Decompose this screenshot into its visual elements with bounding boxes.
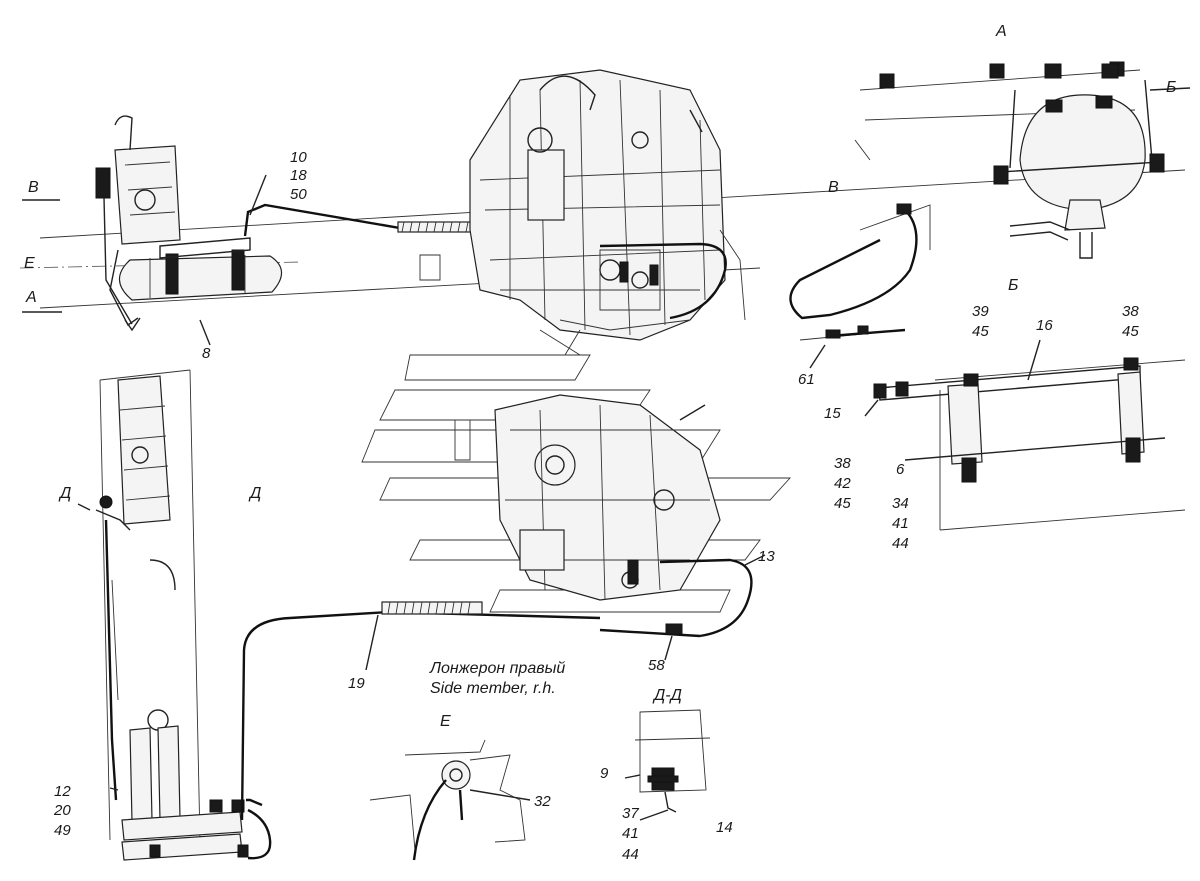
callout-45-left: 45 (834, 495, 851, 512)
caption-en: Side member, r.h. (430, 680, 556, 697)
callout-42: 42 (834, 475, 851, 492)
callout-18: 18 (290, 167, 307, 184)
callout-44-right: 44 (892, 535, 909, 552)
view-label-a: А (995, 23, 1007, 40)
callout-41-right: 41 (892, 515, 909, 532)
callout-13: 13 (758, 548, 775, 565)
view-v (789, 203, 931, 369)
callout-50: 50 (290, 186, 307, 203)
view-label-v: В (828, 179, 839, 196)
callout-49: 49 (54, 822, 71, 839)
view-label-b: Б (1008, 277, 1018, 294)
callout-16: 16 (1036, 317, 1053, 334)
lower-protective-spring (381, 601, 483, 615)
callout-45: 45 (972, 323, 989, 340)
callout-32: 32 (534, 793, 551, 810)
section-marker-e: Е (24, 255, 35, 272)
callout-38-left: 38 (834, 455, 851, 472)
callout-37: 37 (622, 805, 639, 822)
callout-9: 9 (600, 765, 609, 782)
protective-spring (397, 221, 477, 233)
view-e-detail (369, 739, 531, 861)
callout-20: 20 (53, 802, 71, 819)
section-marker-v: В (28, 179, 39, 196)
section-marker-d-left: Д (58, 485, 71, 502)
air-receiver (118, 237, 283, 301)
lower-bracket (121, 725, 249, 861)
view-label-b-right: Б (1166, 79, 1176, 96)
section-marker-a: А (25, 289, 37, 306)
callout-6: 6 (896, 461, 905, 478)
view-label-dd: Д-Д (652, 687, 682, 704)
callout-61: 61 (798, 371, 815, 388)
engine-gearbox (419, 69, 746, 341)
callout-44: 44 (622, 846, 639, 863)
view-b-detail (864, 339, 1186, 531)
callout-10: 10 (290, 149, 307, 166)
section-marker-d-right: Д (248, 485, 261, 502)
center-gearbox (361, 329, 792, 661)
callout-15: 15 (824, 405, 841, 422)
callout-14: 14 (716, 819, 733, 836)
upper-frame-assembly (19, 115, 1186, 346)
callout-19: 19 (348, 675, 365, 692)
view-a-detail (854, 61, 1191, 259)
callout-12: 12 (54, 783, 71, 800)
caption-ru: Лонжерон правый (429, 660, 565, 677)
view-dd-detail (624, 709, 711, 821)
callout-8: 8 (202, 345, 211, 362)
callout-34: 34 (892, 495, 909, 512)
valve-block (95, 115, 181, 332)
callout-41: 41 (622, 825, 639, 842)
callout-38: 38 (1122, 303, 1139, 320)
callout-39: 39 (972, 303, 989, 320)
view-label-e: Е (440, 713, 451, 730)
callout-45-right: 45 (1122, 323, 1139, 340)
callout-58: 58 (648, 657, 665, 674)
side-member-assembly (77, 369, 601, 861)
